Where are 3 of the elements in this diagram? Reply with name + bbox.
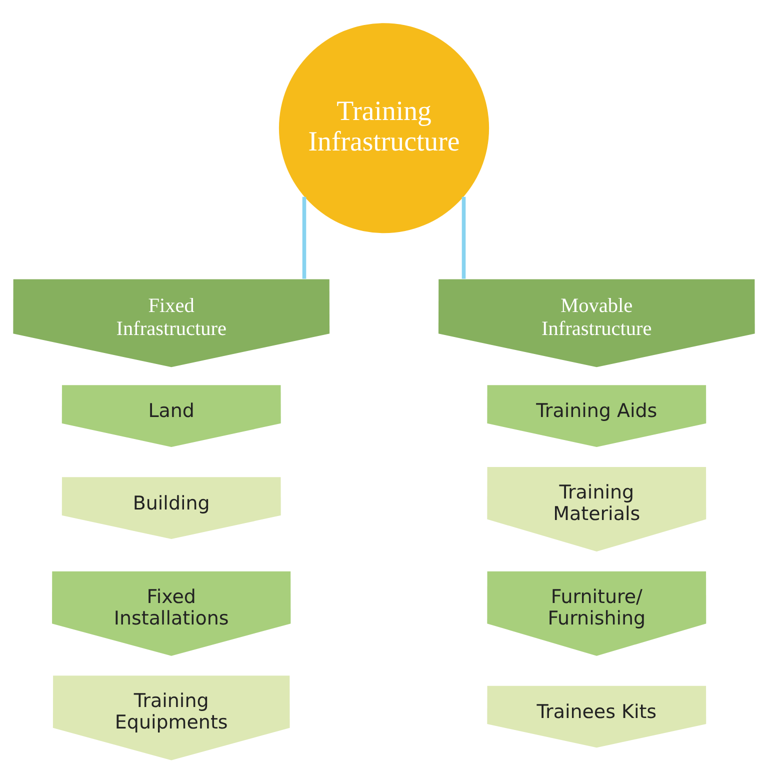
- connector: [462, 196, 466, 278]
- node-circle: Training Infrastructure: [278, 22, 490, 233]
- connector: [302, 196, 306, 278]
